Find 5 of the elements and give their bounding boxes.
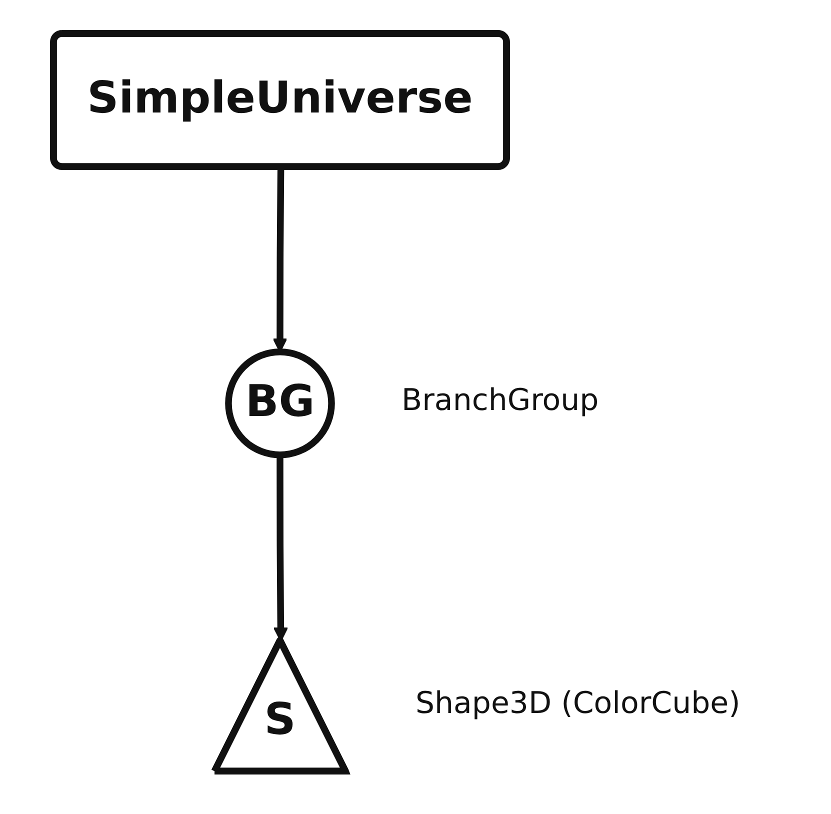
- node-caption: BranchGroup: [402, 383, 599, 418]
- circle-node: BG: [225, 348, 335, 458]
- node-caption: Shape3D (ColorCube): [415, 686, 740, 721]
- triangle-node: S: [211, 636, 349, 775]
- rounded-box: SimpleUniverse: [50, 30, 510, 170]
